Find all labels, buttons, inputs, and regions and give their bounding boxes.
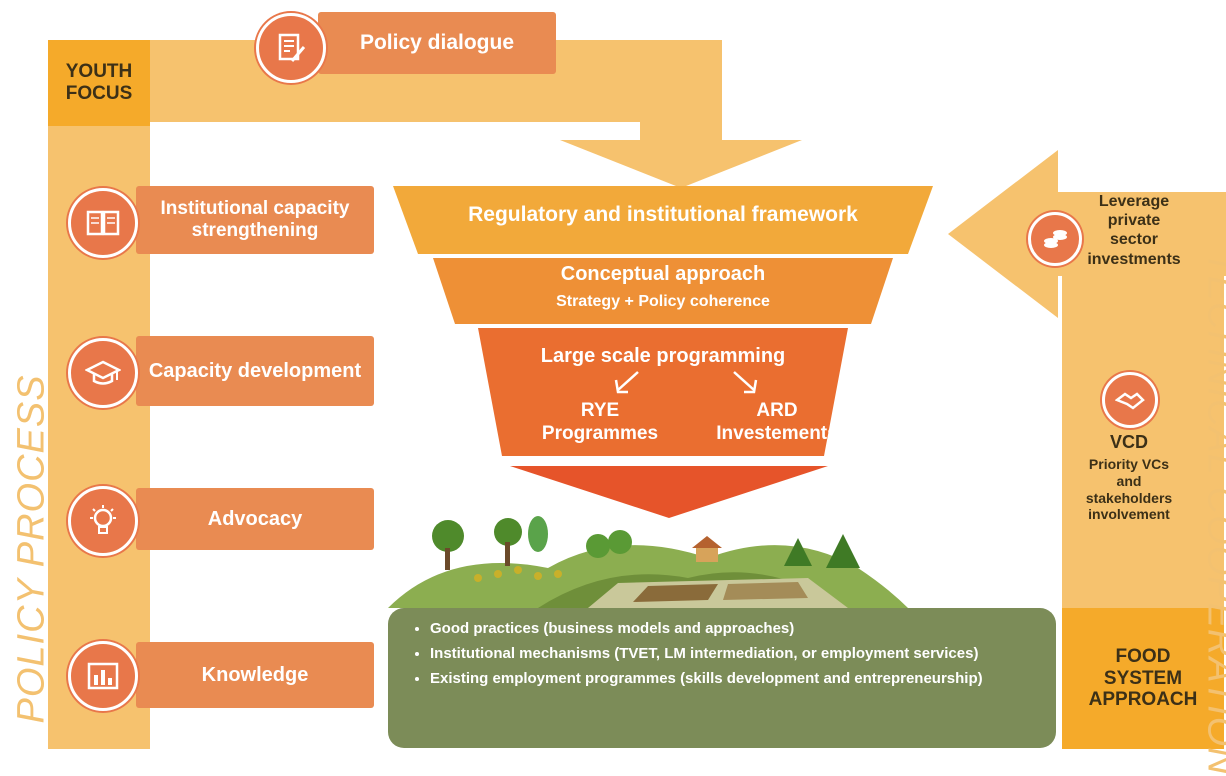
policy-dialogue-box: Policy dialogue — [318, 12, 556, 74]
capacity-development-box: Capacity development — [136, 336, 374, 406]
rye-programmes-label: RYE Programmes — [530, 400, 670, 446]
bullet-list: Good practices (business models and appr… — [408, 620, 1036, 688]
book-icon — [68, 188, 138, 258]
down-arrow — [560, 140, 802, 190]
top-right-down-bar — [640, 40, 722, 150]
leverage-investments-label: Leverage private sector investments — [1068, 192, 1200, 269]
bullet-employment-programmes: Existing employment programmes (skills d… — [430, 670, 1036, 688]
ard-investements-label: ARD Investements — [692, 400, 862, 446]
landscape-illustration — [388, 508, 908, 608]
conceptual-approach-title: Conceptual approach — [455, 263, 871, 286]
institutional-capacity-box: Institutional capacity strengthening — [136, 186, 374, 254]
technical-cooperation-label: TECHNICAL COOPERATION — [1199, 252, 1226, 572]
vcd-description: Priority VCs and stakeholders involvemen… — [1066, 456, 1192, 523]
vcd-title: VCD — [1070, 432, 1188, 454]
policy-process-label: POLICY PROCESS — [11, 424, 54, 724]
handshake-icon — [1102, 372, 1158, 428]
youth-focus-box: YOUTH FOCUS — [48, 40, 150, 126]
bullet-institutional-mechanisms: Institutional mechanisms (TVET, LM inter… — [430, 645, 1036, 663]
conceptual-approach-subtitle: Strategy + Policy coherence — [455, 293, 871, 311]
large-scale-programming-label: Large scale programming — [490, 345, 836, 368]
lightbulb-icon — [68, 486, 138, 556]
bullet-good-practices: Good practices (business models and appr… — [430, 620, 1036, 638]
knowledge-box: Knowledge — [136, 642, 374, 708]
document-pen-icon — [256, 13, 326, 83]
bullet-panel: Good practices (business models and appr… — [388, 608, 1056, 748]
arrow-to-rye — [612, 370, 642, 396]
arrow-to-ard — [730, 370, 760, 396]
advocacy-box: Advocacy — [136, 488, 374, 550]
graduation-cap-icon — [68, 338, 138, 408]
regulatory-framework-label: Regulatory and institutional framework — [420, 203, 906, 227]
bar-chart-icon — [68, 641, 138, 711]
